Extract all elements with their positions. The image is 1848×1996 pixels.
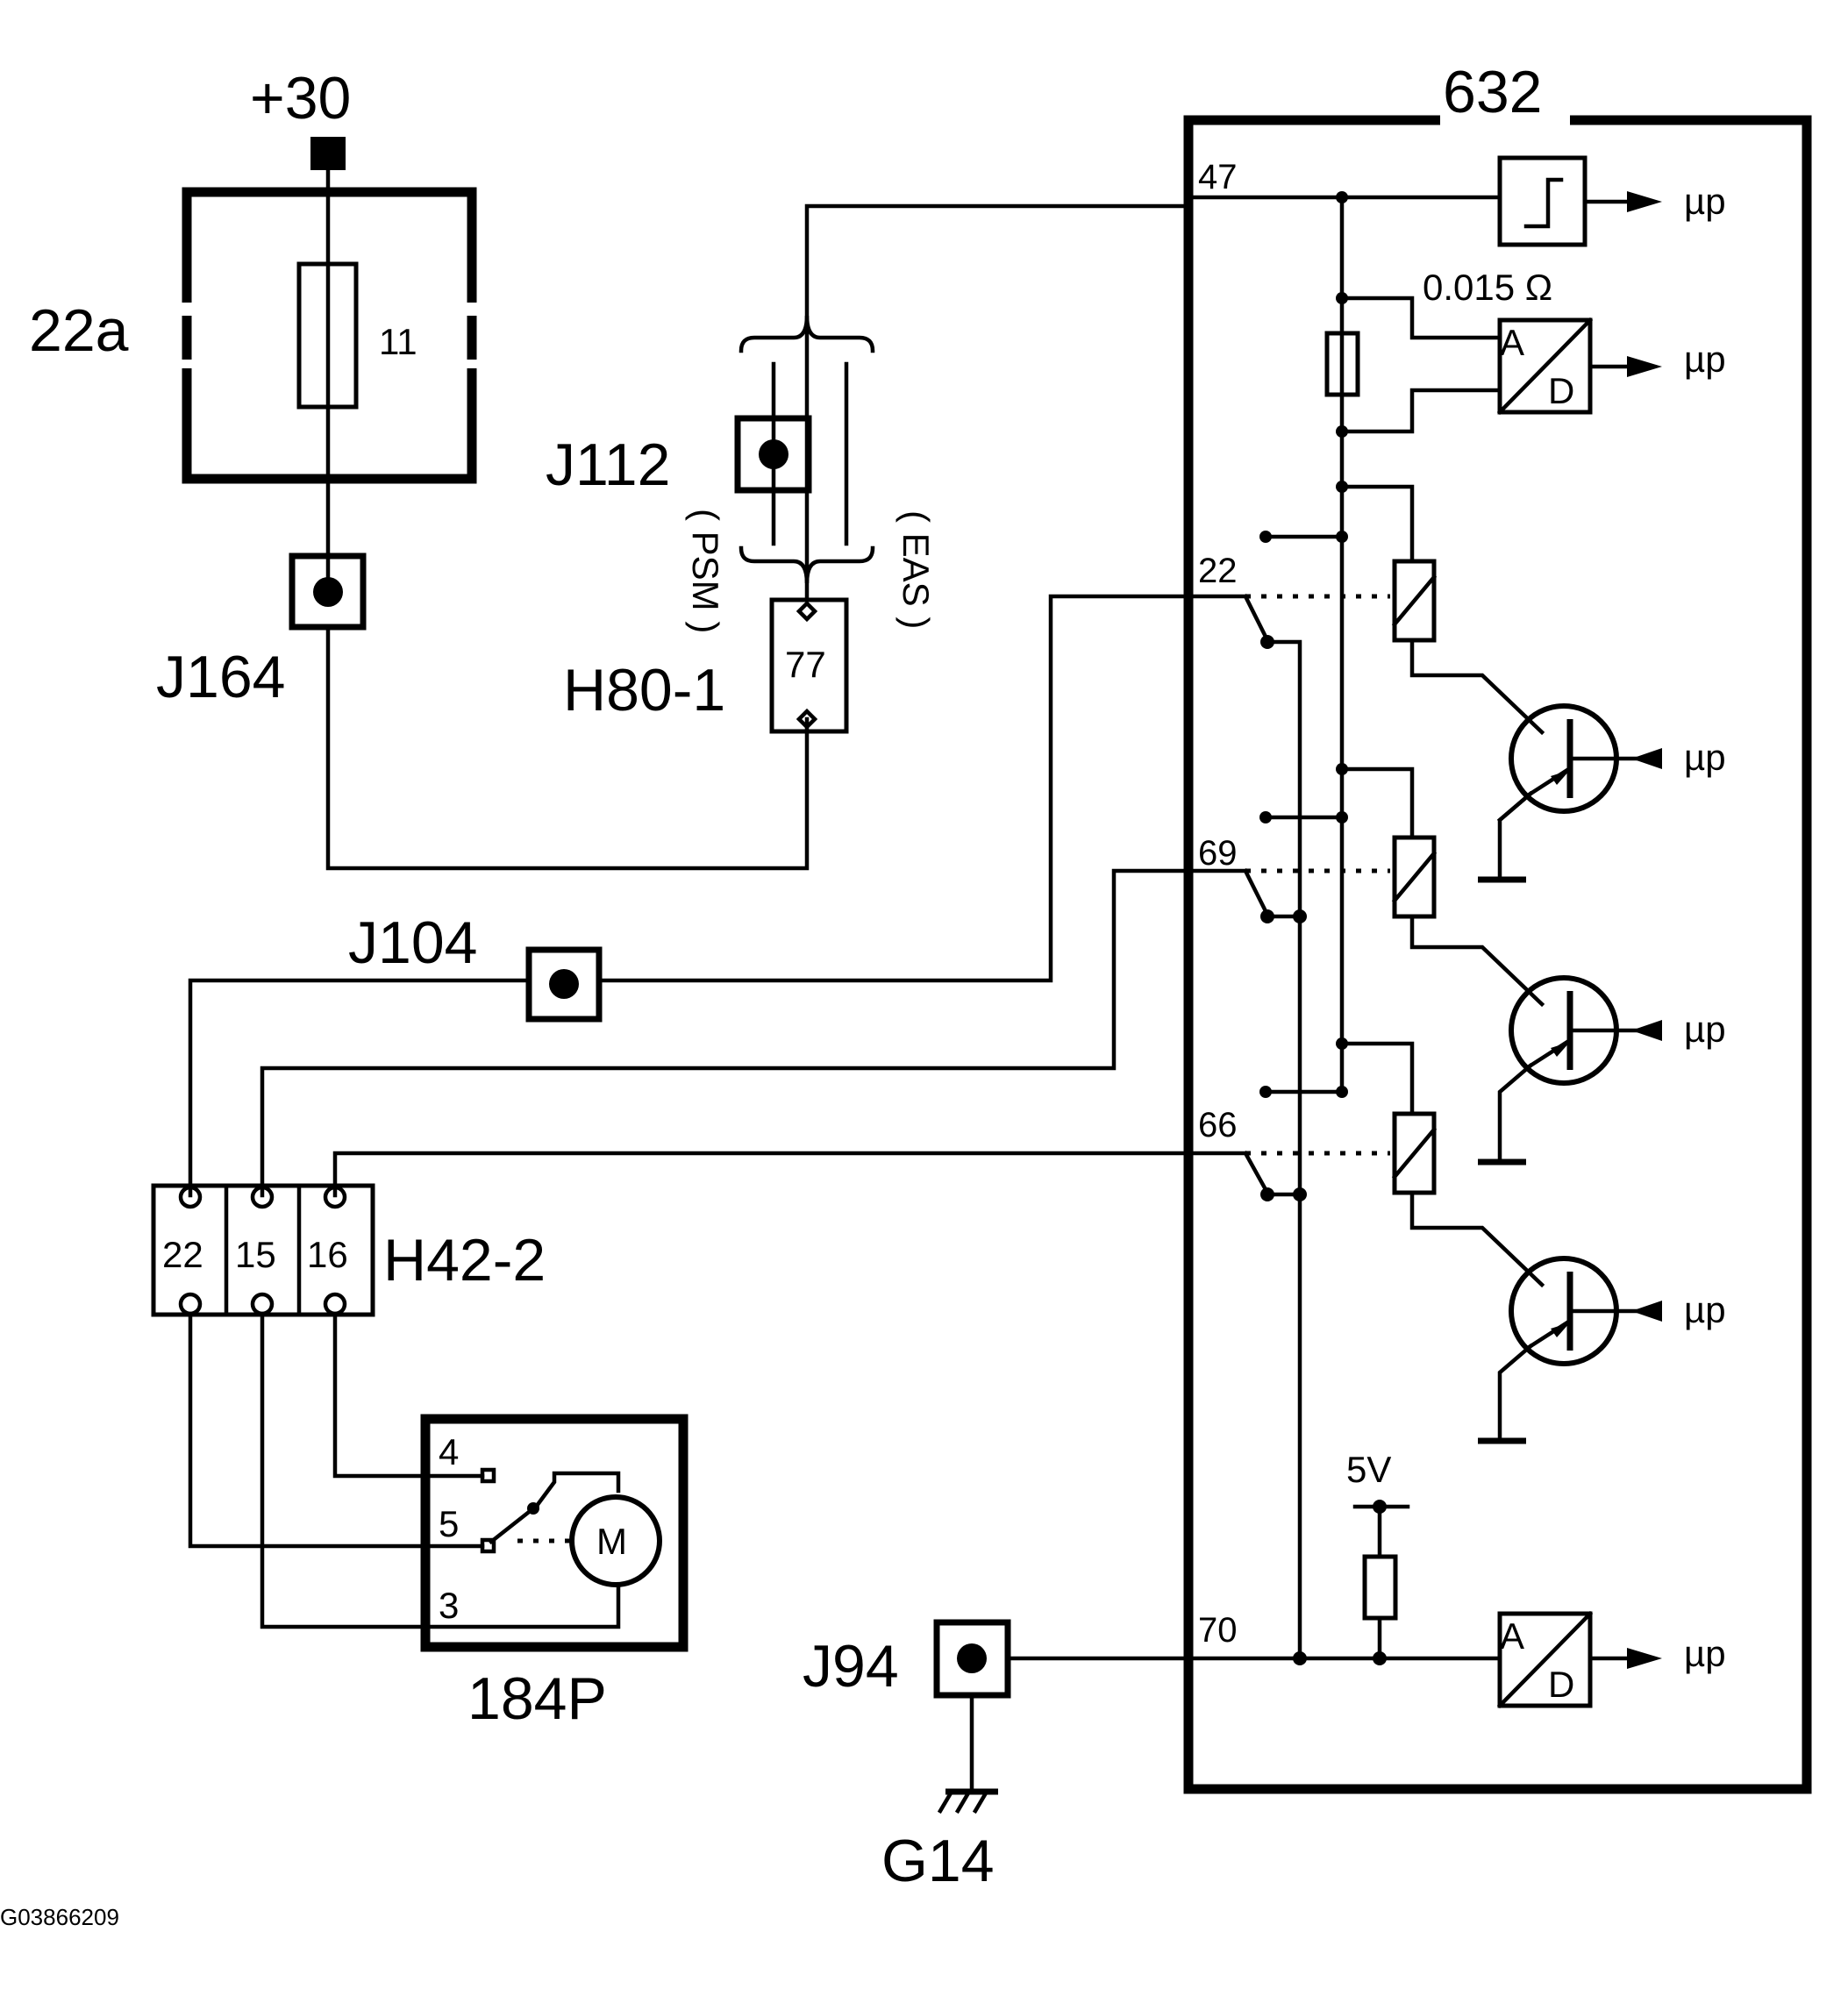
- transistor-2: [1509, 975, 1643, 1086]
- connector-j104: [525, 946, 603, 1023]
- connector-h80-1: [769, 597, 849, 734]
- h42-pin-15: 15: [235, 1234, 276, 1275]
- adc-2-a: A: [1500, 1615, 1524, 1657]
- fuse-box-label: 22a: [29, 297, 129, 364]
- connector-h42-label: H42-2: [383, 1227, 546, 1294]
- module-pin-22: 22: [1198, 552, 1238, 590]
- mcu-label-1: µp: [1684, 181, 1726, 222]
- module-label: 632: [1443, 59, 1542, 125]
- module-pin-69: 69: [1198, 834, 1238, 873]
- pullup-resistor: [1362, 1554, 1398, 1621]
- module-pin-47: 47: [1198, 158, 1238, 196]
- connector-j104-label: J104: [348, 909, 477, 976]
- connector-j94: [933, 1619, 1011, 1699]
- motor-pin-4: 4: [439, 1431, 459, 1472]
- resistor-value: 0.015 Ω: [1423, 267, 1552, 308]
- module-632-frame: [1183, 115, 1812, 1794]
- module-pin-70: 70: [1198, 1611, 1238, 1650]
- supply-label: +30: [250, 65, 351, 132]
- shunt-resistor: [1324, 331, 1360, 397]
- relay-coil-3: [1391, 1111, 1438, 1195]
- transistor-3: [1509, 1256, 1643, 1366]
- connector-j112-label: J112: [546, 431, 670, 498]
- motor: [569, 1494, 662, 1587]
- figure-id: G03866209: [0, 1904, 119, 1930]
- motor-symbol: M: [596, 1521, 627, 1562]
- mcu-label-2: µp: [1684, 339, 1726, 380]
- h42-pin-16: 16: [307, 1234, 348, 1275]
- mcu-label-6: µp: [1684, 1633, 1726, 1674]
- adc-1-a: A: [1500, 322, 1524, 363]
- mcu-label-3: µp: [1684, 737, 1726, 778]
- motor-unit-184p: [420, 1414, 689, 1652]
- eas-label: ( EAS ): [895, 510, 937, 629]
- connector-j112: [734, 415, 812, 494]
- module-pin-66: 66: [1198, 1106, 1238, 1144]
- adc-2-d: D: [1548, 1664, 1574, 1705]
- connector-j164-label: J164: [156, 644, 285, 710]
- ground-symbol: [937, 1788, 998, 1814]
- ground-label: G14: [881, 1828, 995, 1894]
- fuse-number: 11: [379, 321, 417, 362]
- adc-1-d: D: [1548, 370, 1574, 411]
- mcu-label-5: µp: [1684, 1289, 1726, 1330]
- h80-pin: 77: [785, 644, 826, 685]
- connector-h80-label: H80-1: [563, 657, 725, 724]
- reference-voltage: 5V: [1346, 1449, 1391, 1490]
- relay-coil-2: [1391, 835, 1438, 919]
- motor-unit-label: 184P: [467, 1665, 607, 1732]
- h42-pin-22: 22: [162, 1234, 203, 1275]
- motor-pin-3: 3: [439, 1585, 459, 1626]
- motor-pin-5: 5: [439, 1503, 459, 1544]
- signal-conditioner: [1497, 155, 1588, 247]
- connector-j94-label: J94: [803, 1633, 899, 1700]
- relay-coil-1: [1391, 559, 1438, 643]
- mcu-label-4: µp: [1684, 1009, 1726, 1050]
- psm-label: ( PSM ): [685, 509, 726, 633]
- supply-terminal: [310, 137, 346, 170]
